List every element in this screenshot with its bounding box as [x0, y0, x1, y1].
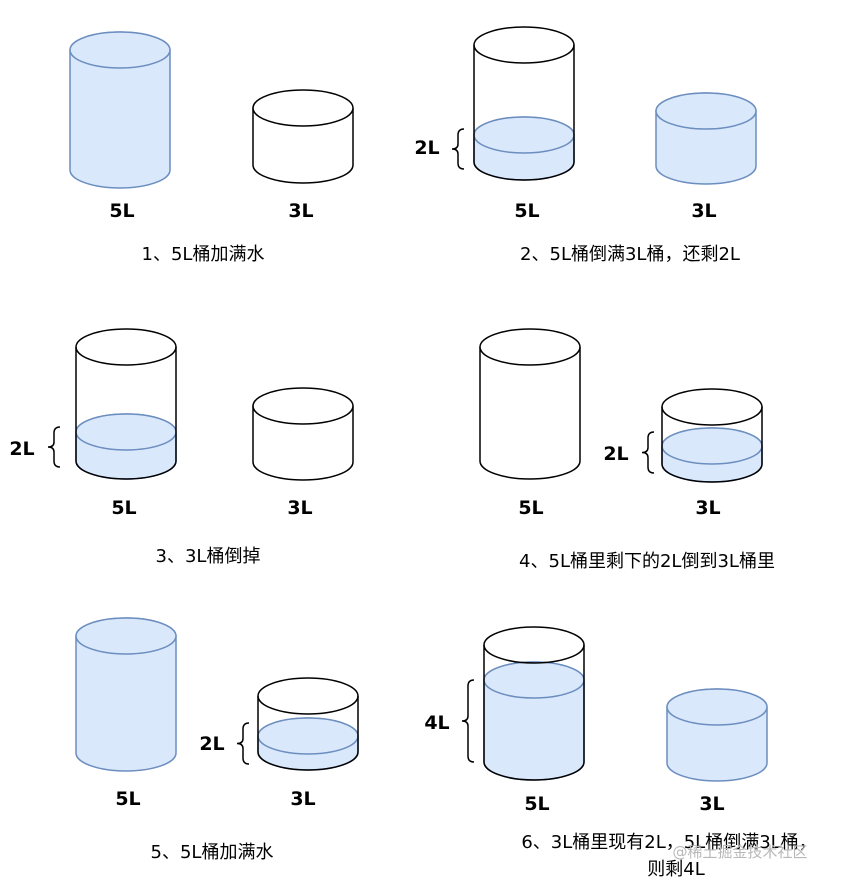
- step3-5l-bucket-rim: [76, 329, 176, 365]
- step1-5l-bucket-water-top: [70, 32, 170, 68]
- step5-5l-bucket-water-top: [76, 618, 176, 654]
- step6-3l-label: 3L: [699, 793, 724, 815]
- step5-level-brace: [237, 723, 249, 764]
- step3-5l-label: 5L: [111, 497, 136, 519]
- watermark: @稀土掘金技术社区: [672, 843, 807, 861]
- step3-5l-bucket-water-top: [76, 414, 176, 450]
- step4-level-brace: [642, 432, 654, 473]
- step3-level-brace: [48, 427, 60, 467]
- step6-level-label: 4L: [424, 712, 449, 734]
- step6-5l-bucket-water-top: [484, 662, 584, 698]
- step3-3l-bucket-rim: [253, 388, 353, 424]
- step6-level-brace: [462, 680, 474, 762]
- step6-5l-bucket-rim: [484, 627, 584, 663]
- step2-level-brace: [452, 129, 464, 169]
- step3-level-label: 2L: [9, 438, 34, 460]
- step1-3l-label: 3L: [288, 200, 313, 222]
- step2-5l-bucket-rim: [474, 27, 574, 63]
- step5-3l-label: 3L: [290, 788, 315, 810]
- step3-caption: 3、3L桶倒掉: [156, 546, 261, 567]
- step5-caption: 5、5L桶加满水: [151, 842, 274, 863]
- step1-5l-label: 5L: [109, 200, 134, 222]
- step4-3l-bucket-water-top: [662, 428, 762, 464]
- step2-5l-label: 5L: [514, 200, 539, 222]
- step3-3l-label: 3L: [287, 497, 312, 519]
- step2-caption: 2、5L桶倒满3L桶，还剩2L: [520, 244, 740, 265]
- step5-5l-label: 5L: [115, 788, 140, 810]
- step4-5l-bucket-outline: [480, 347, 580, 479]
- step4-level-label: 2L: [603, 443, 628, 465]
- step2-3l-bucket-water-top: [656, 93, 756, 129]
- step1-3l-bucket-rim: [253, 90, 353, 126]
- step4-caption: 4、5L桶里剩下的2L倒到3L桶里: [519, 551, 775, 572]
- step1-caption: 1、5L桶加满水: [142, 244, 265, 265]
- step2-3l-label: 3L: [691, 200, 716, 222]
- step6-3l-bucket-water-top: [667, 689, 767, 725]
- step6-5l-label: 5L: [524, 793, 549, 815]
- step5-level-label: 2L: [199, 733, 224, 755]
- step5-3l-bucket-water-top: [258, 718, 358, 754]
- step4-3l-label: 3L: [695, 497, 720, 519]
- step4-5l-label: 5L: [518, 497, 543, 519]
- step6-caption-line2: 则剩4L: [647, 859, 704, 880]
- step2-level-label: 2L: [414, 137, 439, 159]
- step2-5l-bucket-water-top: [474, 117, 574, 153]
- step5-3l-bucket-rim: [258, 678, 358, 714]
- step4-3l-bucket-rim: [662, 389, 762, 425]
- step4-5l-bucket-rim: [480, 329, 580, 365]
